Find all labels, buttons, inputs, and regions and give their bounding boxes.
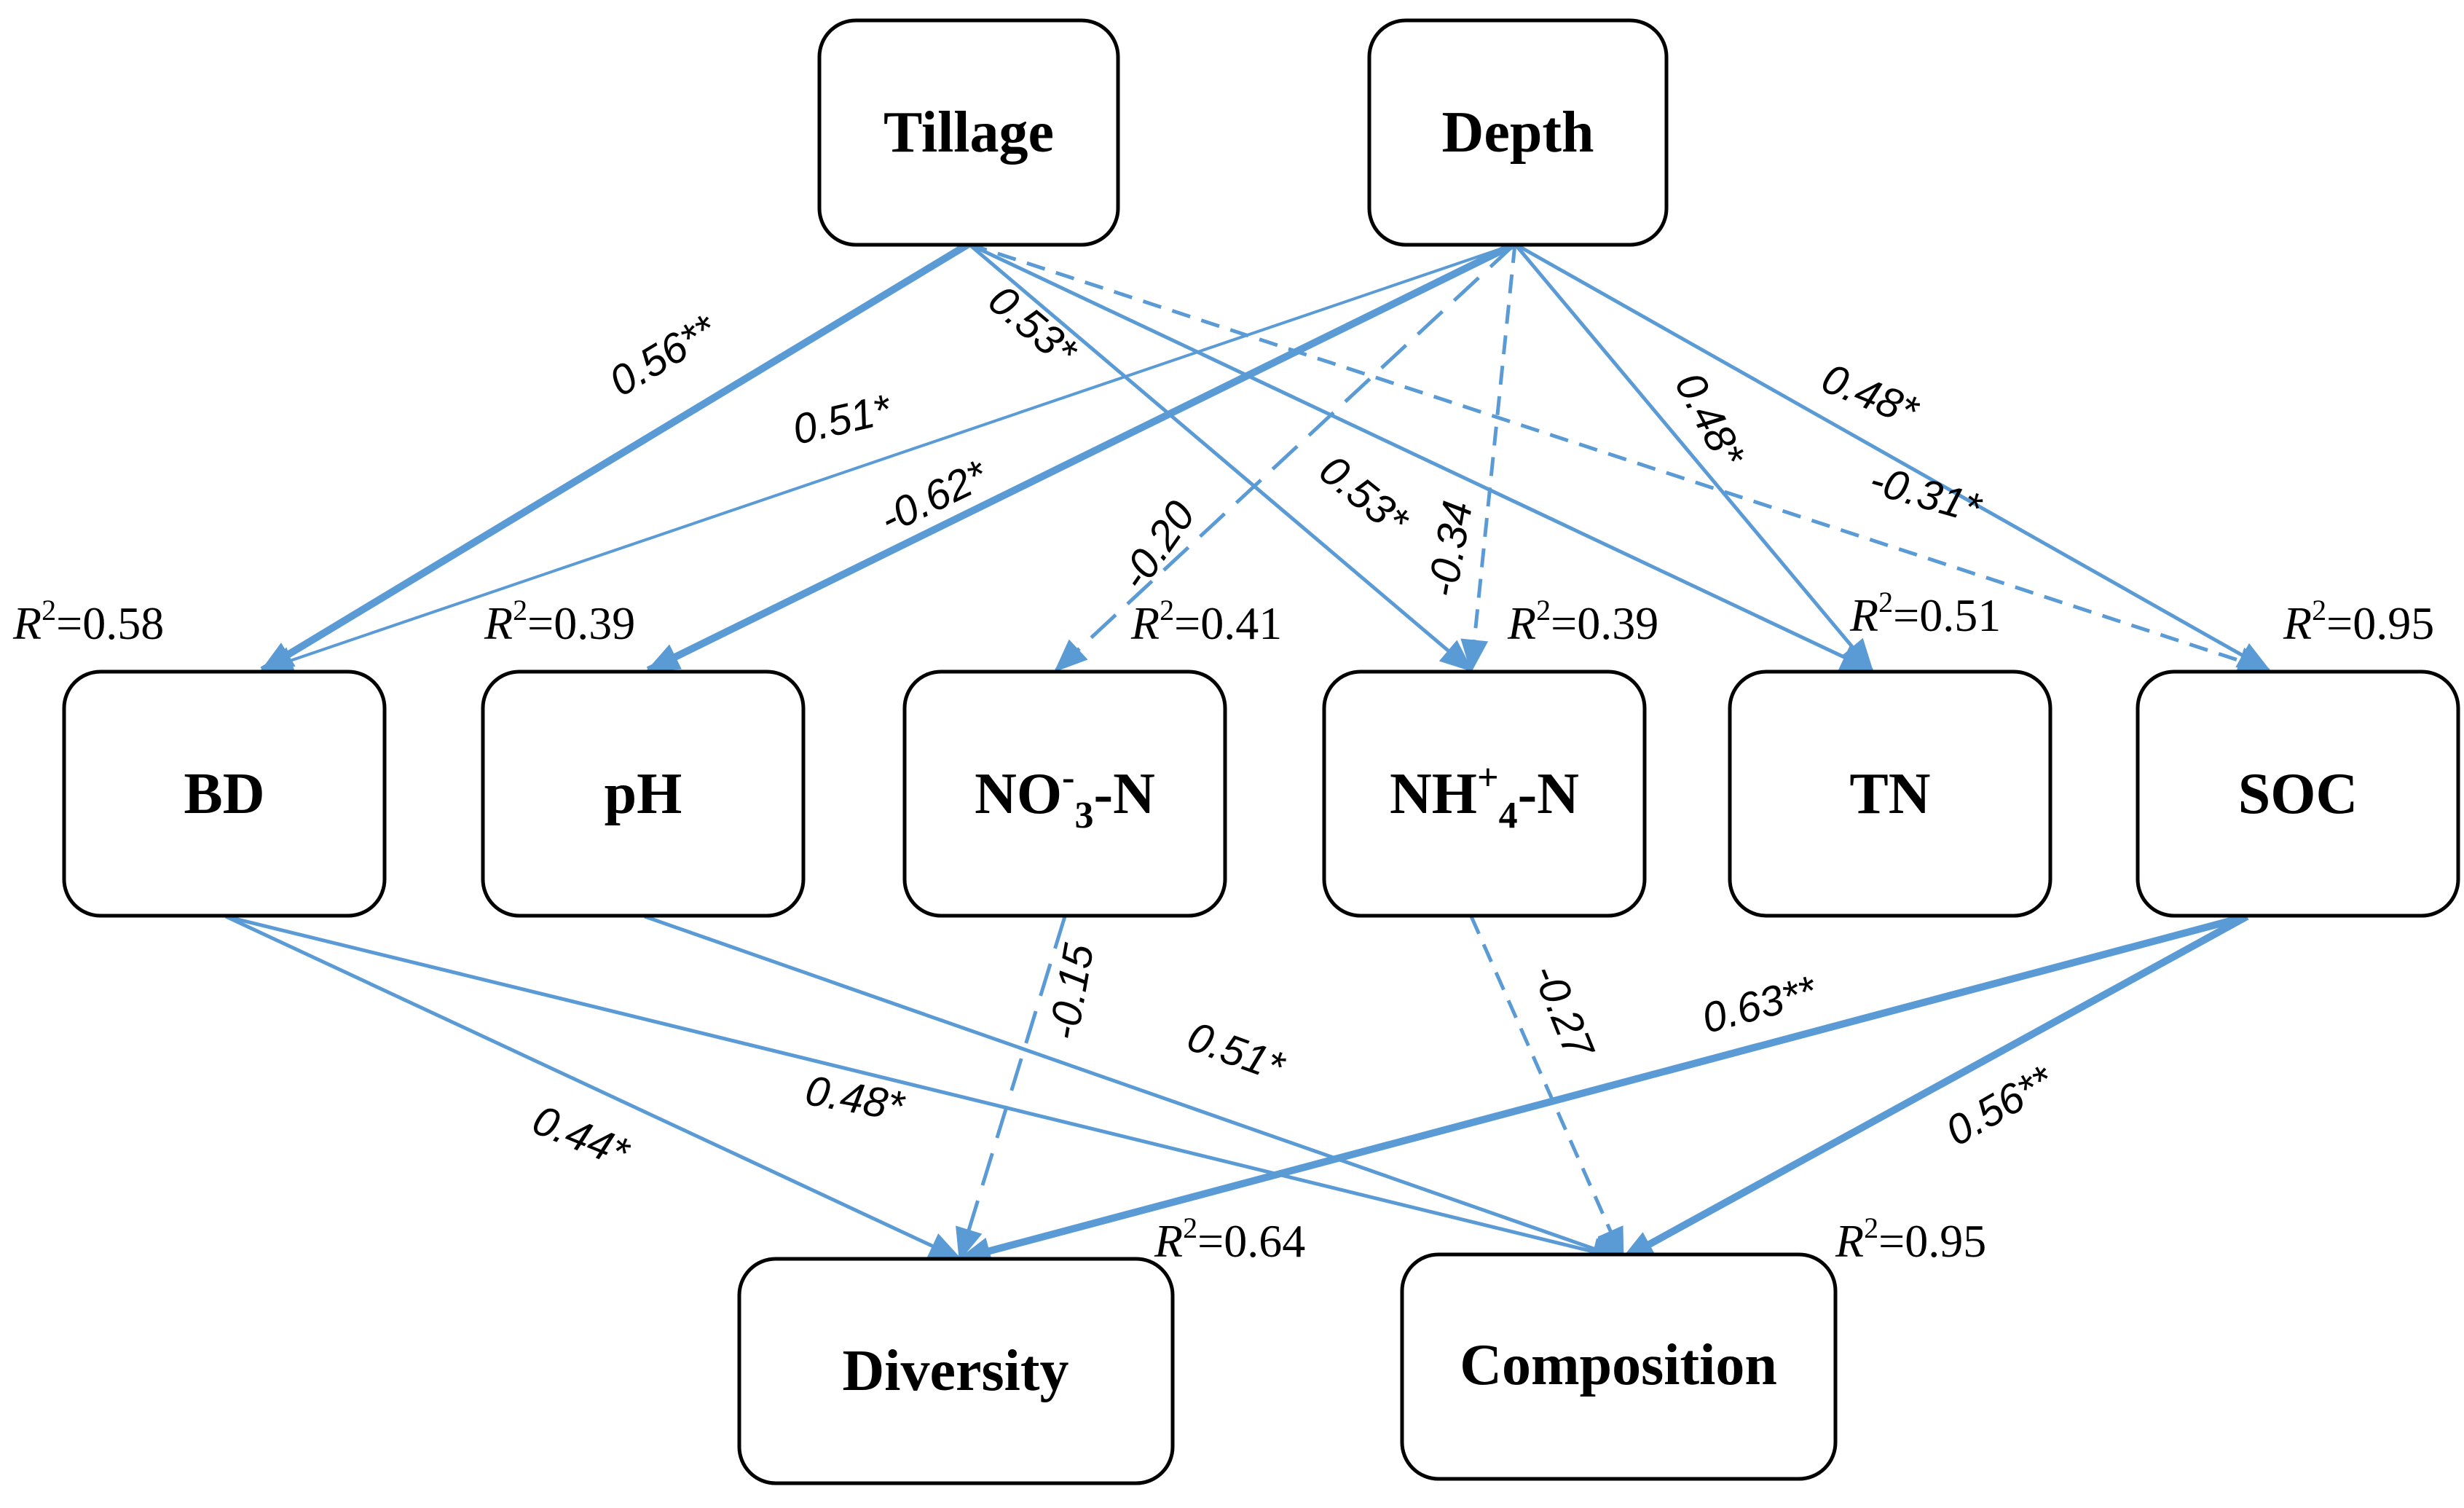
edge-soc-composition bbox=[1620, 913, 2249, 1262]
edge-tillage-bd bbox=[259, 240, 971, 674]
coef-soc-composition: 0.56** bbox=[1938, 1056, 2063, 1155]
node-ph-label: pH bbox=[605, 762, 682, 826]
coef-tillage-nh4: 0.53* bbox=[1310, 446, 1418, 546]
r2-diversity: R2=0.64 bbox=[1154, 1211, 1305, 1267]
coef-depth-no3: -0.20 bbox=[1110, 492, 1204, 599]
edge-depth-bd bbox=[259, 243, 1516, 674]
coef-tillage-soc: -0.31* bbox=[1865, 456, 1988, 533]
node-bd-box bbox=[62, 669, 387, 918]
node-no3-n-label: NO-3-N bbox=[975, 757, 1155, 836]
node-soc-label: SOC bbox=[2238, 762, 2358, 826]
edge-tillage-soc bbox=[968, 242, 2272, 675]
edge-depth-soc bbox=[1514, 242, 2272, 672]
node-ph: pH bbox=[481, 669, 806, 918]
edge-ph-composition bbox=[644, 914, 1626, 1262]
node-tn: TN bbox=[1728, 669, 2052, 918]
node-bd-label: BD bbox=[184, 762, 264, 826]
node-tillage-label: Tillage bbox=[883, 101, 1054, 165]
node-nh4-n-box bbox=[1322, 669, 1647, 918]
edge-depth-ph bbox=[645, 240, 1517, 674]
node-tn-box bbox=[1728, 669, 2052, 918]
coef-no3-diversity: -0.15 bbox=[1039, 940, 1103, 1043]
r2-tn: R2=0.51 bbox=[1849, 586, 2001, 641]
node-soc-box bbox=[2136, 669, 2460, 918]
node-nh4-n-label: NH+4-N bbox=[1390, 757, 1579, 836]
coef-bd-composition: 0.48* bbox=[802, 1067, 909, 1131]
node-diversity: Diversity bbox=[737, 1257, 1175, 1485]
edge-depth-no3 bbox=[1054, 243, 1516, 672]
coef-depth-tn: 0.48* bbox=[1666, 365, 1755, 476]
node-nh4-n: NH+4-N bbox=[1322, 669, 1647, 918]
r2-no3-n: R2=0.41 bbox=[1130, 594, 1282, 649]
edge-bd-diversity bbox=[224, 914, 963, 1261]
node-composition: Composition bbox=[1400, 1252, 1838, 1481]
node-tillage-box bbox=[817, 18, 1120, 247]
r2-composition: R2=0.95 bbox=[1835, 1211, 1986, 1267]
node-tillage: Tillage bbox=[817, 18, 1120, 247]
node-composition-box bbox=[1400, 1252, 1838, 1481]
edge-no3-diversity bbox=[956, 916, 1067, 1262]
edge-depth-nh4 bbox=[1460, 243, 1517, 673]
node-no3-n: NO-3-N bbox=[902, 669, 1227, 918]
node-bd: BD bbox=[62, 669, 387, 918]
node-no3-n-box bbox=[902, 669, 1227, 918]
node-tn-label: TN bbox=[1849, 762, 1930, 826]
r2-nh4-n: R2=0.39 bbox=[1507, 594, 1658, 649]
node-depth-box bbox=[1367, 18, 1669, 247]
coef-bd-diversity: 0.44* bbox=[526, 1096, 637, 1177]
edge-soc-diversity bbox=[957, 913, 2248, 1265]
coef-ph-composition: 0.51* bbox=[1181, 1013, 1292, 1091]
node-composition-label: Composition bbox=[1460, 1333, 1777, 1397]
node-diversity-label: Diversity bbox=[842, 1339, 1068, 1403]
edges-layer bbox=[224, 240, 2272, 1265]
r2-bd: R2=0.58 bbox=[12, 594, 164, 649]
edge-depth-tn bbox=[1514, 243, 1874, 672]
r2-soc: R2=0.95 bbox=[2283, 594, 2434, 649]
node-depth-label: Depth bbox=[1442, 101, 1594, 165]
coef-depth-nh4: -0.34 bbox=[1418, 498, 1481, 600]
node-ph-box bbox=[481, 669, 806, 918]
node-diversity-box bbox=[737, 1257, 1175, 1485]
coef-nh4-composition: -0.27 bbox=[1523, 957, 1604, 1066]
coef-depth-bd: 0.51* bbox=[788, 385, 897, 454]
node-soc: SOC bbox=[2136, 669, 2460, 918]
node-depth: Depth bbox=[1367, 18, 1669, 247]
coef-tillage-bd: 0.56** bbox=[601, 305, 725, 405]
edge-tillage-nh4 bbox=[967, 243, 1473, 672]
edge-tillage-tn bbox=[967, 242, 1875, 672]
edge-nh4-composition bbox=[1469, 915, 1625, 1262]
edge-bd-composition bbox=[225, 914, 1626, 1265]
r2-ph: R2=0.39 bbox=[484, 594, 635, 649]
